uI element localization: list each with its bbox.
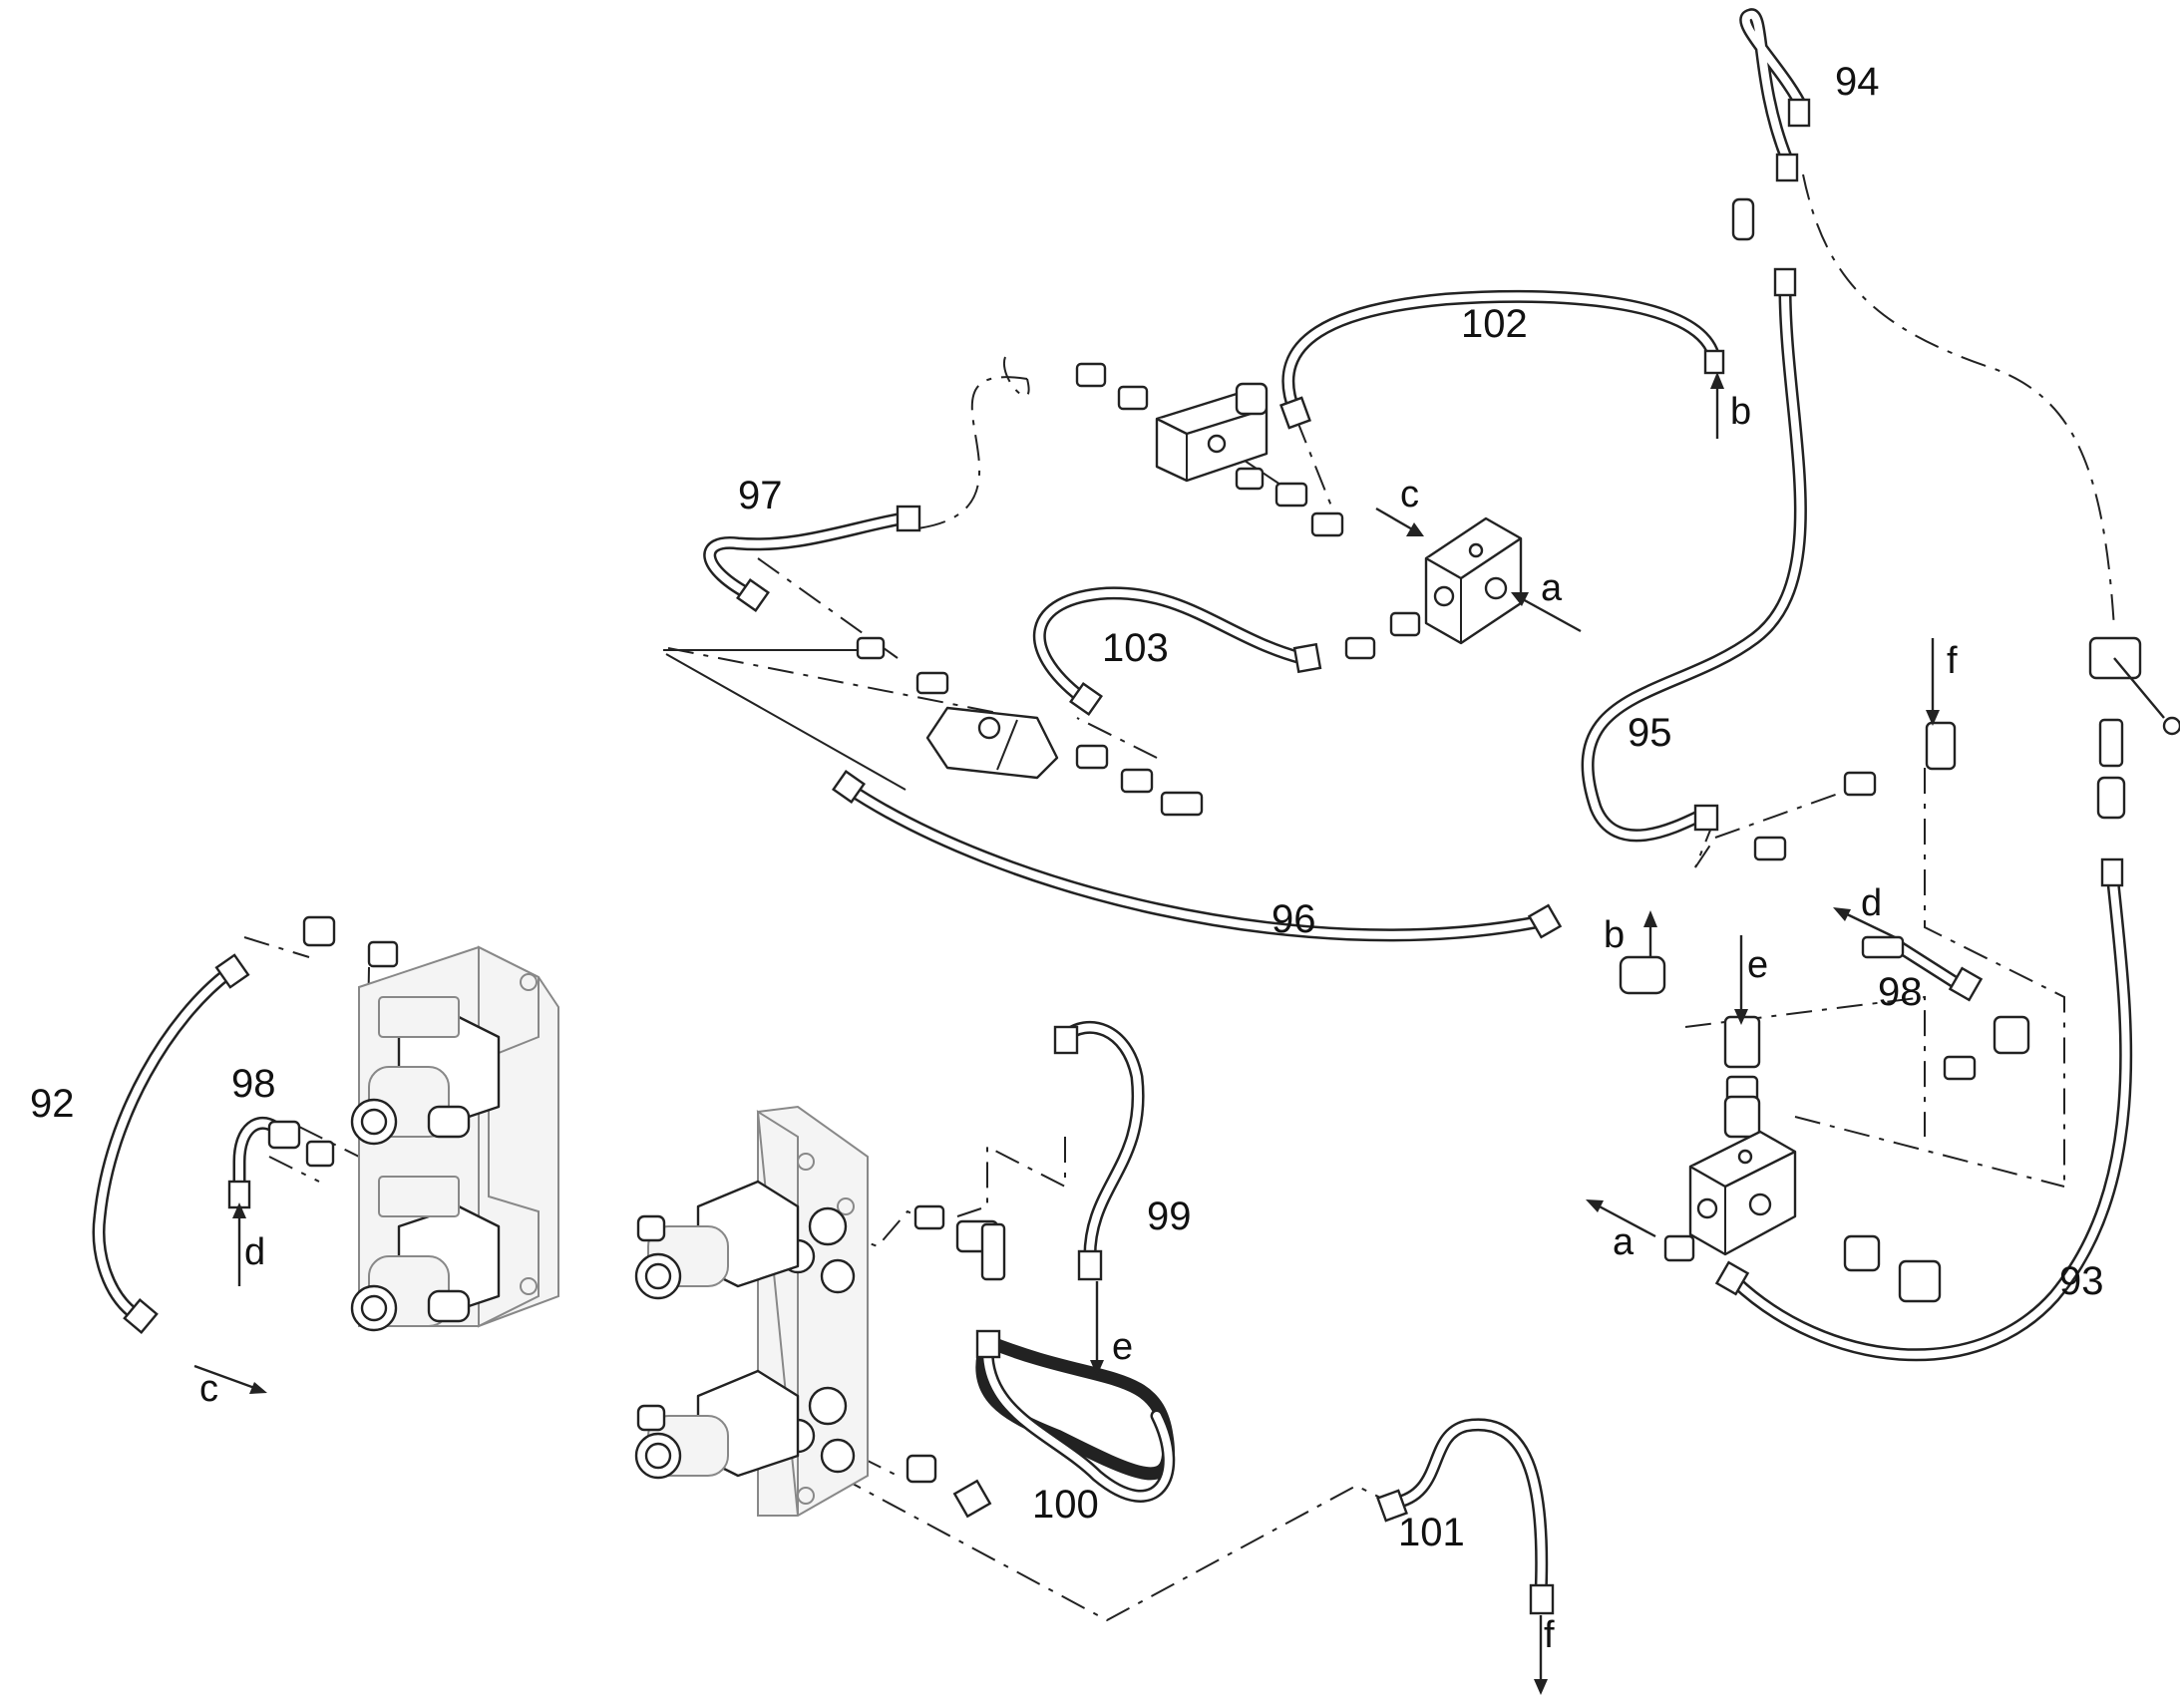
port-letters: c a b f d b e a e f d c	[199, 391, 1958, 1656]
callout-92: 92	[30, 1082, 75, 1126]
hose-93	[1728, 865, 2133, 1362]
hose-101	[1384, 1418, 1549, 1602]
hose-100	[975, 1334, 1176, 1503]
port-f-right: f	[1947, 640, 1958, 682]
callout-97: 97	[738, 474, 783, 517]
port-b-upper: b	[1730, 391, 1751, 433]
port-b-right: b	[1604, 914, 1625, 956]
callout-95: 95	[1628, 711, 1672, 755]
callout-103: 103	[1102, 626, 1169, 670]
port-f-bottom: f	[1544, 1614, 1555, 1656]
dashed-connection-lines	[243, 173, 2115, 1622]
callout-93: 93	[2059, 1259, 2104, 1303]
port-e-mid: e	[1112, 1326, 1133, 1368]
port-e-right: e	[1747, 944, 1768, 986]
ball-valve	[2088, 636, 2180, 736]
port-d-right: d	[1861, 882, 1882, 924]
hose-99	[1058, 1020, 1145, 1268]
callout-101: 101	[1398, 1511, 1465, 1554]
callout-98-left: 98	[231, 1062, 276, 1106]
port-d-left: d	[244, 1231, 265, 1273]
port-a-upper: a	[1541, 567, 1563, 609]
valve-block-lower	[1688, 1130, 1797, 1256]
callout-96: 96	[1272, 897, 1316, 941]
adapters	[267, 362, 2126, 1484]
valve-block-mid	[1424, 516, 1523, 645]
callout-numbers: 92 93 94 95 96 97 98 98 99 100 101 102 1…	[30, 60, 2104, 1554]
callout-94: 94	[1835, 60, 1880, 104]
callout-100: 100	[1032, 1483, 1099, 1527]
port-c-upper: c	[1400, 474, 1419, 515]
solenoid-manifold-left	[350, 945, 559, 1332]
hose-92	[92, 965, 236, 1321]
hose-fittings	[123, 98, 2124, 1615]
port-arrows	[193, 372, 1940, 1695]
check-valve	[925, 706, 1059, 780]
callout-102: 102	[1461, 302, 1528, 346]
port-a-right: a	[1613, 1221, 1635, 1263]
hose-95	[1581, 282, 1807, 843]
solenoid-manifold-mid	[634, 1105, 869, 1517]
hose-103	[1032, 586, 1308, 705]
port-c-left: c	[199, 1368, 218, 1410]
hose-98-right	[1893, 940, 1962, 989]
hose-96	[841, 781, 1543, 942]
valve-block-upper	[1155, 382, 1269, 483]
hose-102	[1281, 289, 1720, 418]
hose-94	[1739, 8, 1810, 167]
callout-99: 99	[1147, 1195, 1192, 1238]
hose-97	[703, 512, 909, 603]
callout-98-right: 98	[1878, 970, 1923, 1014]
